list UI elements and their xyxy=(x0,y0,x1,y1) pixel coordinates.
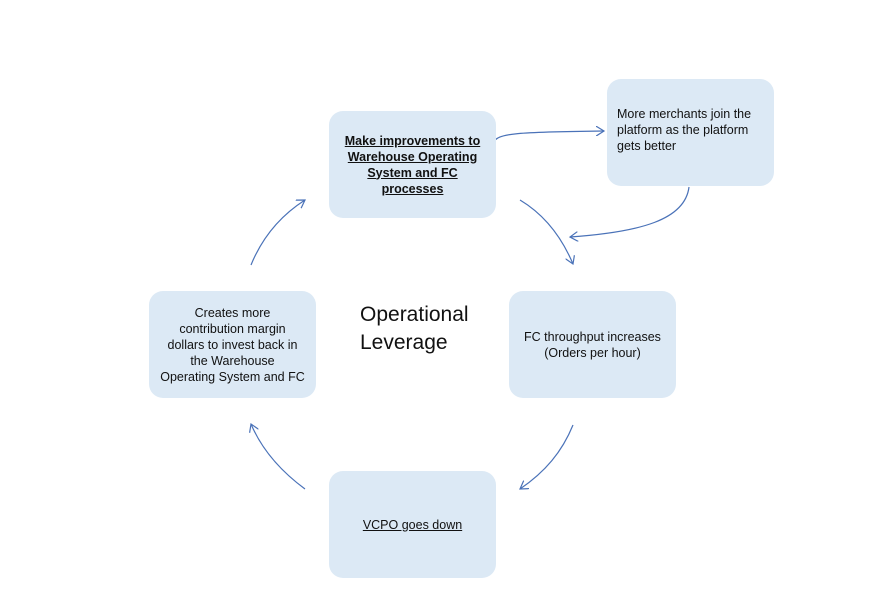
node-fc-throughput-label: FC throughput increases (Orders per hour… xyxy=(524,329,661,360)
arrow-throughput-to-vcpo xyxy=(520,424,574,489)
node-more-merchants: More merchants join the platform as the … xyxy=(607,79,774,186)
arrow-improvements-to-merchants xyxy=(493,131,604,144)
node-contribution-margin: Creates more contribution margin dollars… xyxy=(149,291,316,398)
node-make-improvements: Make improvements to Warehouse Operating… xyxy=(329,111,496,218)
center-label: Operational Leverage xyxy=(360,303,469,354)
node-more-merchants-label: More merchants join the platform as the … xyxy=(617,107,752,153)
node-vcpo-label: VCPO goes down xyxy=(362,517,463,532)
node-vcpo: VCPO goes down xyxy=(329,471,496,578)
arrow-merchants-to-throughput xyxy=(570,186,690,237)
node-make-improvements-label: Make improvements to Warehouse Operating… xyxy=(344,133,481,196)
arrow-vcpo-to-contribution xyxy=(251,424,306,490)
node-contribution-margin-label: Creates more contribution margin dollars… xyxy=(160,305,305,384)
node-fc-throughput: FC throughput increases (Orders per hour… xyxy=(509,291,676,398)
arrow-contribution-to-improvements xyxy=(250,200,305,266)
arrow-improvements-to-throughput xyxy=(519,199,573,264)
